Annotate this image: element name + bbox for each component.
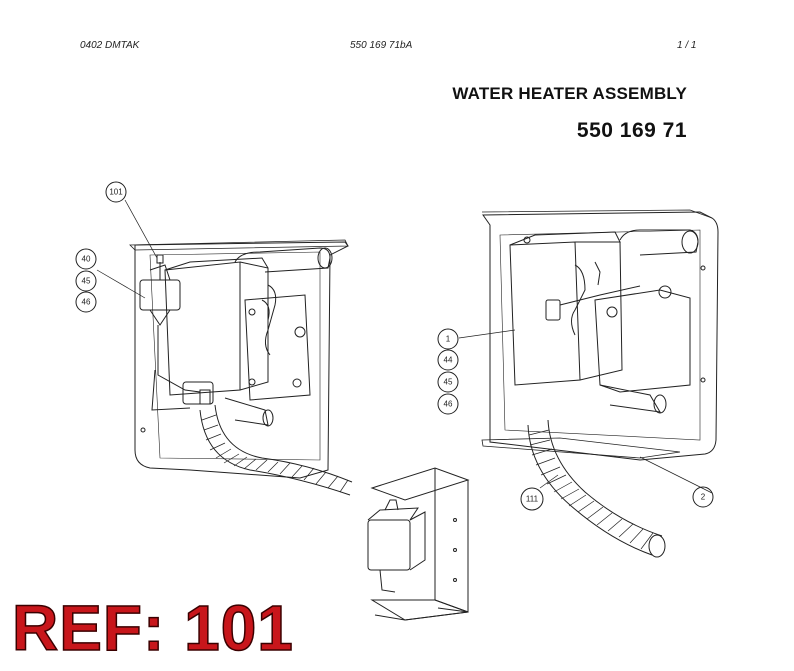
svg-text:101: 101 [109,188,123,197]
callout-45-left: 45 [75,270,97,292]
right-heater-body [509,241,581,386]
svg-text:46: 46 [444,400,453,409]
bottom-view [367,467,470,621]
part-number: 550 169 71 [576,119,687,142]
svg-text:40: 40 [82,255,91,264]
header-doc-number: 550 169 71bA [350,40,413,51]
header-page-number: 1 / 1 [677,40,697,51]
svg-text:2: 2 [701,493,706,502]
callout-111: 111 [520,487,544,511]
right-hose [527,424,653,556]
header-left-code: 0402 DMTAK [80,40,140,51]
right-view [481,209,719,558]
callout-44: 44 [437,349,459,371]
svg-text:1: 1 [446,335,451,344]
callout-46-right: 46 [437,393,459,415]
svg-text:45: 45 [82,277,91,286]
left-heater-body [164,261,241,396]
callout-101: 101 [105,181,127,203]
callout-40: 40 [75,248,97,270]
callout-46-left: 46 [75,291,97,313]
callout-45-right: 45 [437,371,459,393]
left-mounting-plate [134,241,349,479]
left-view [129,239,353,496]
ref-label: REF: 101 [11,592,294,664]
callout-2: 2 [692,486,714,508]
page-title: WATER HEATER ASSEMBLY [452,84,687,103]
callout-1: 1 [437,328,459,350]
right-mounting-plate [482,211,719,461]
left-hose [199,409,351,496]
left-thermostat [139,279,181,311]
svg-text:111: 111 [526,495,539,504]
svg-text:46: 46 [82,298,91,307]
svg-text:44: 44 [444,356,453,365]
svg-text:45: 45 [444,378,453,387]
